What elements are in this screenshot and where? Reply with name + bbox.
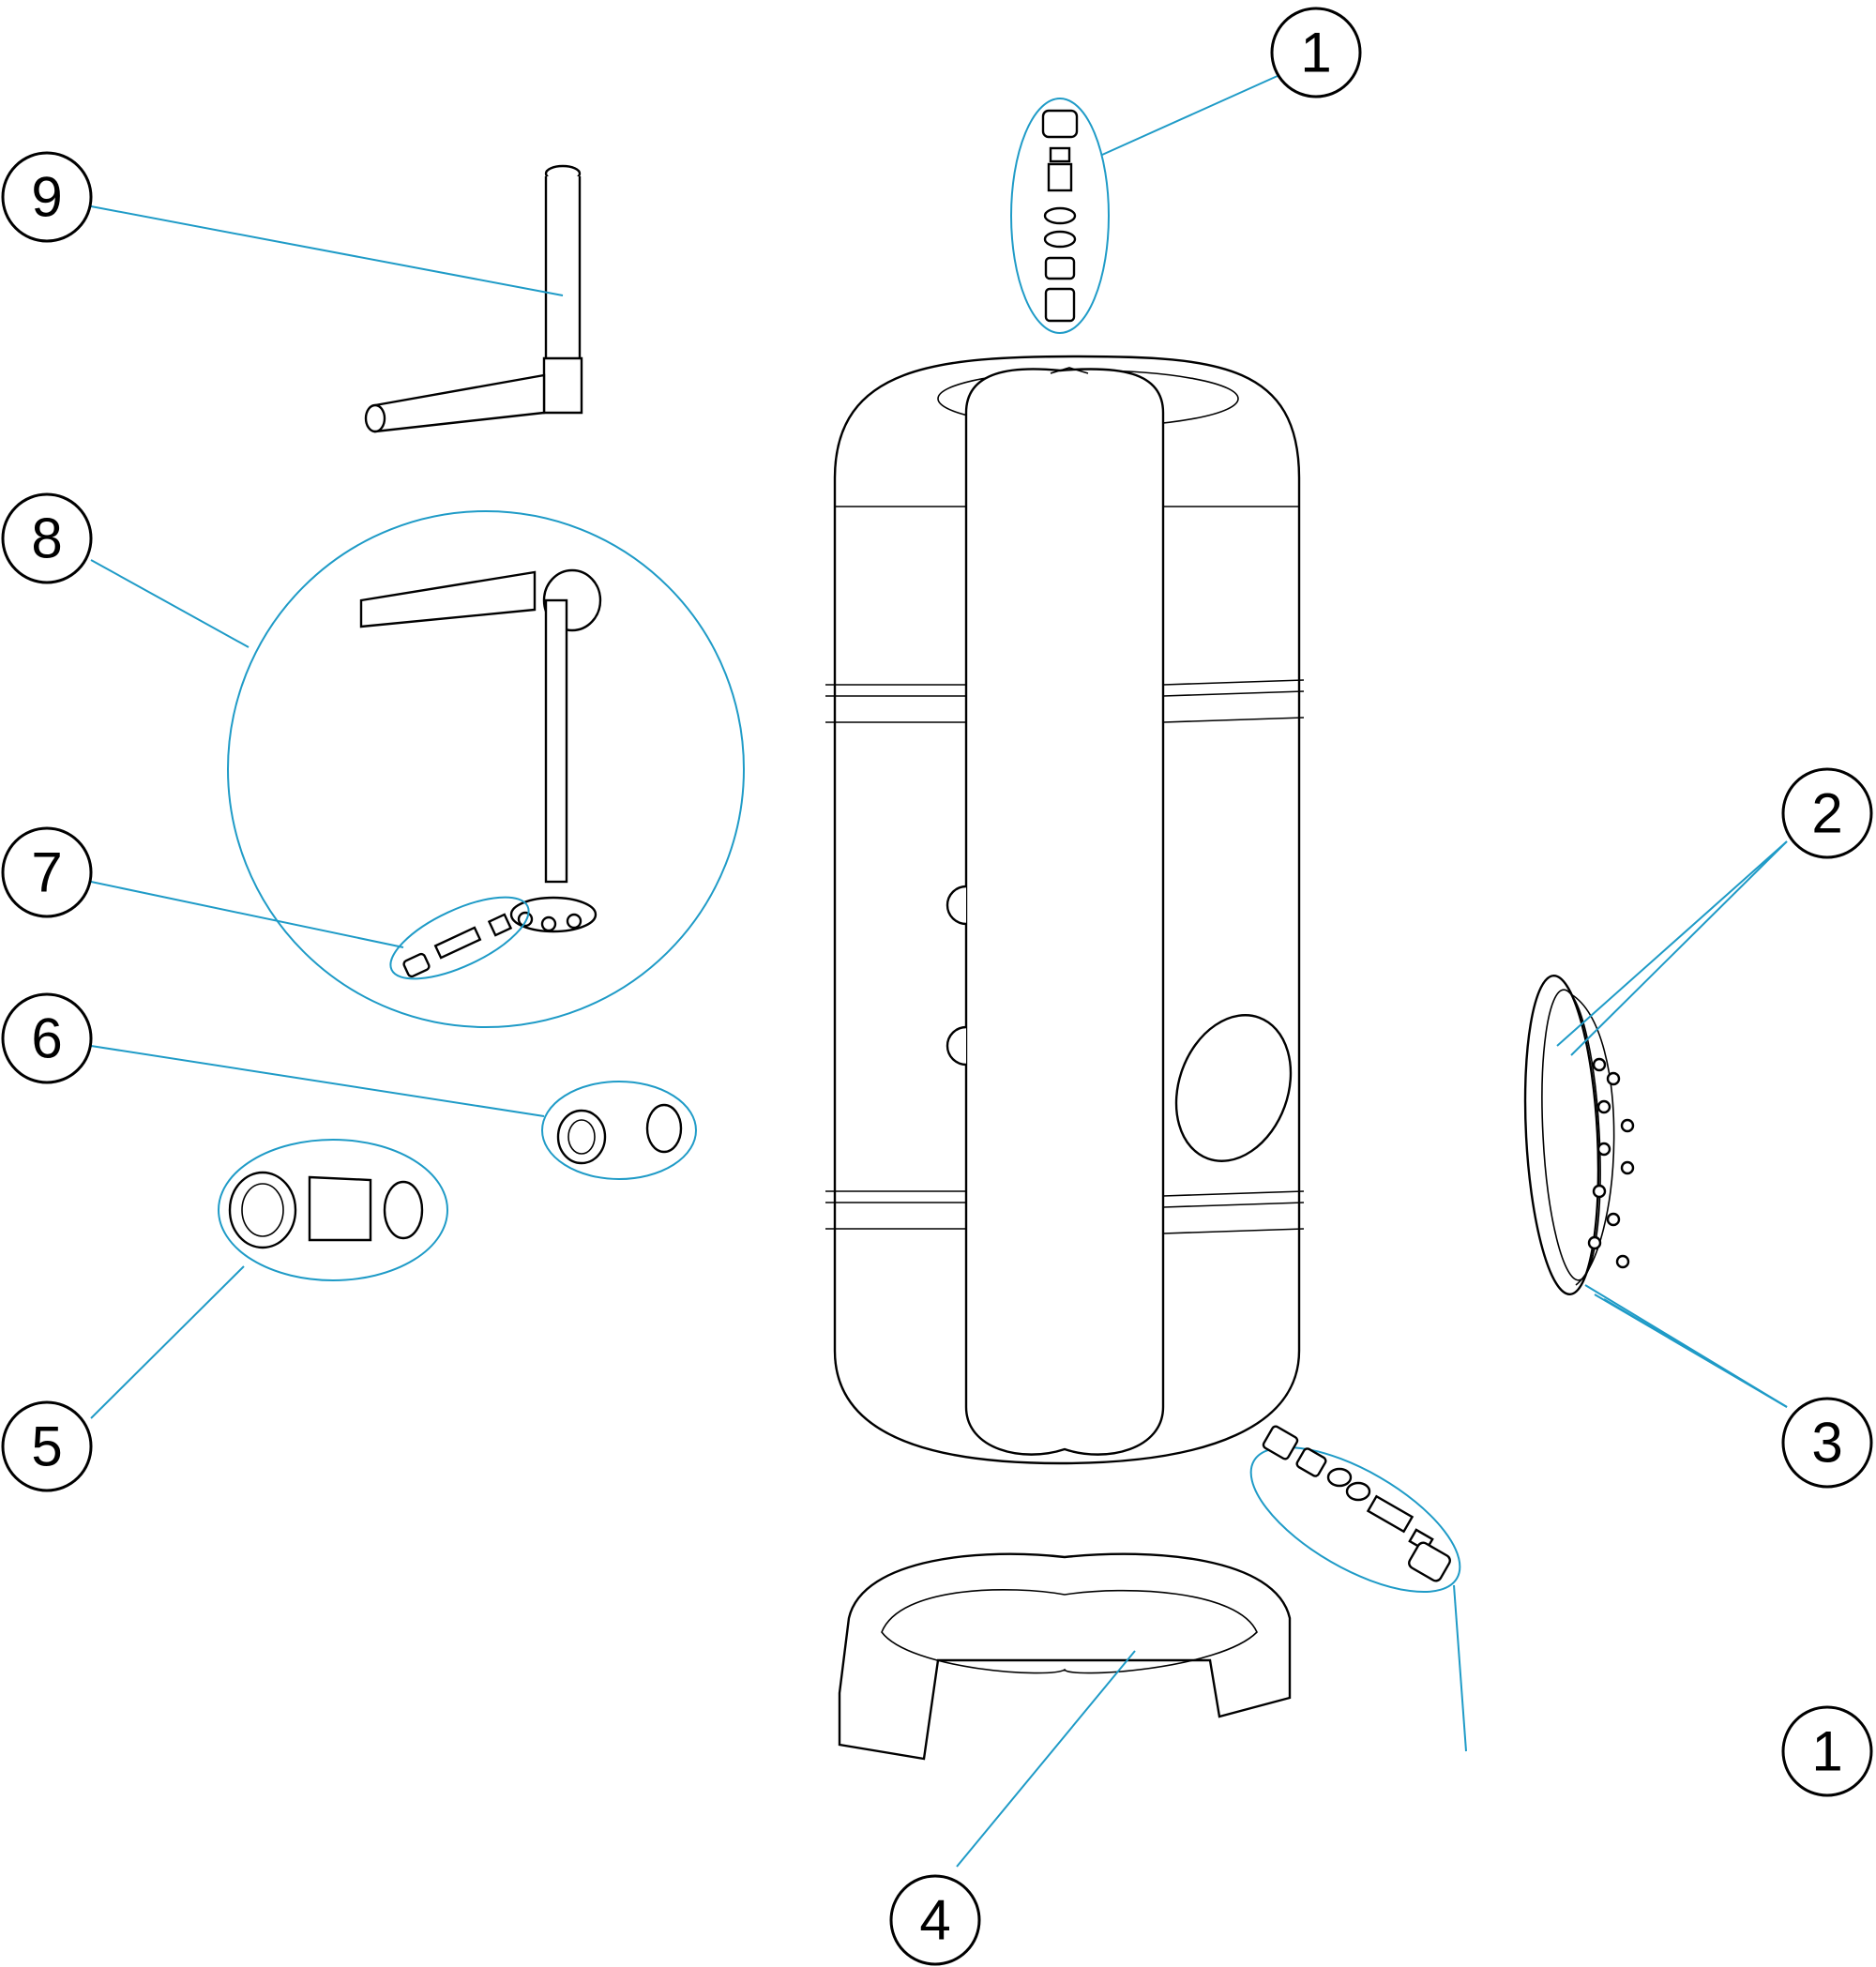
- callout-5: 5: [1, 1400, 93, 1492]
- top-nozzle-assembly: [1010, 98, 1110, 334]
- union-connector-set: [218, 1139, 448, 1281]
- callout-label: 3: [1811, 1412, 1842, 1475]
- callout-1-bottom: 1: [1781, 1705, 1873, 1797]
- callout-label: 5: [31, 1415, 62, 1478]
- callout-3: 3: [1781, 1397, 1873, 1489]
- callout-label: 1: [1811, 1720, 1842, 1783]
- callout-label: 4: [919, 1889, 950, 1952]
- callout-label: 2: [1811, 782, 1842, 845]
- callout-label: 8: [31, 507, 62, 570]
- callout-label: 7: [31, 841, 62, 904]
- nozzle-part: [389, 896, 530, 980]
- lateral-pipe-assembly: [227, 510, 745, 1028]
- callout-4: 4: [889, 1874, 981, 1966]
- leader-lines: [90, 70, 1788, 1868]
- union-nut-small: [541, 1081, 697, 1180]
- callout-label: 6: [31, 1007, 62, 1070]
- callout-7: 7: [1, 826, 93, 918]
- manhole-cover-assembly: [1523, 975, 1635, 1295]
- callout-2: 2: [1781, 767, 1873, 859]
- callout-1-top: 1: [1270, 7, 1362, 98]
- bottom-nozzle-assembly: [1249, 1425, 1461, 1594]
- callout-6: 6: [1, 992, 93, 1084]
- riser-pipe: [364, 164, 583, 433]
- tank-base: [838, 1552, 1292, 1761]
- callout-8: 8: [1, 492, 93, 584]
- filter-tank: [825, 355, 1305, 1465]
- callout-label: 1: [1300, 22, 1331, 84]
- callout-9: 9: [1, 151, 93, 243]
- callout-label: 9: [31, 166, 62, 229]
